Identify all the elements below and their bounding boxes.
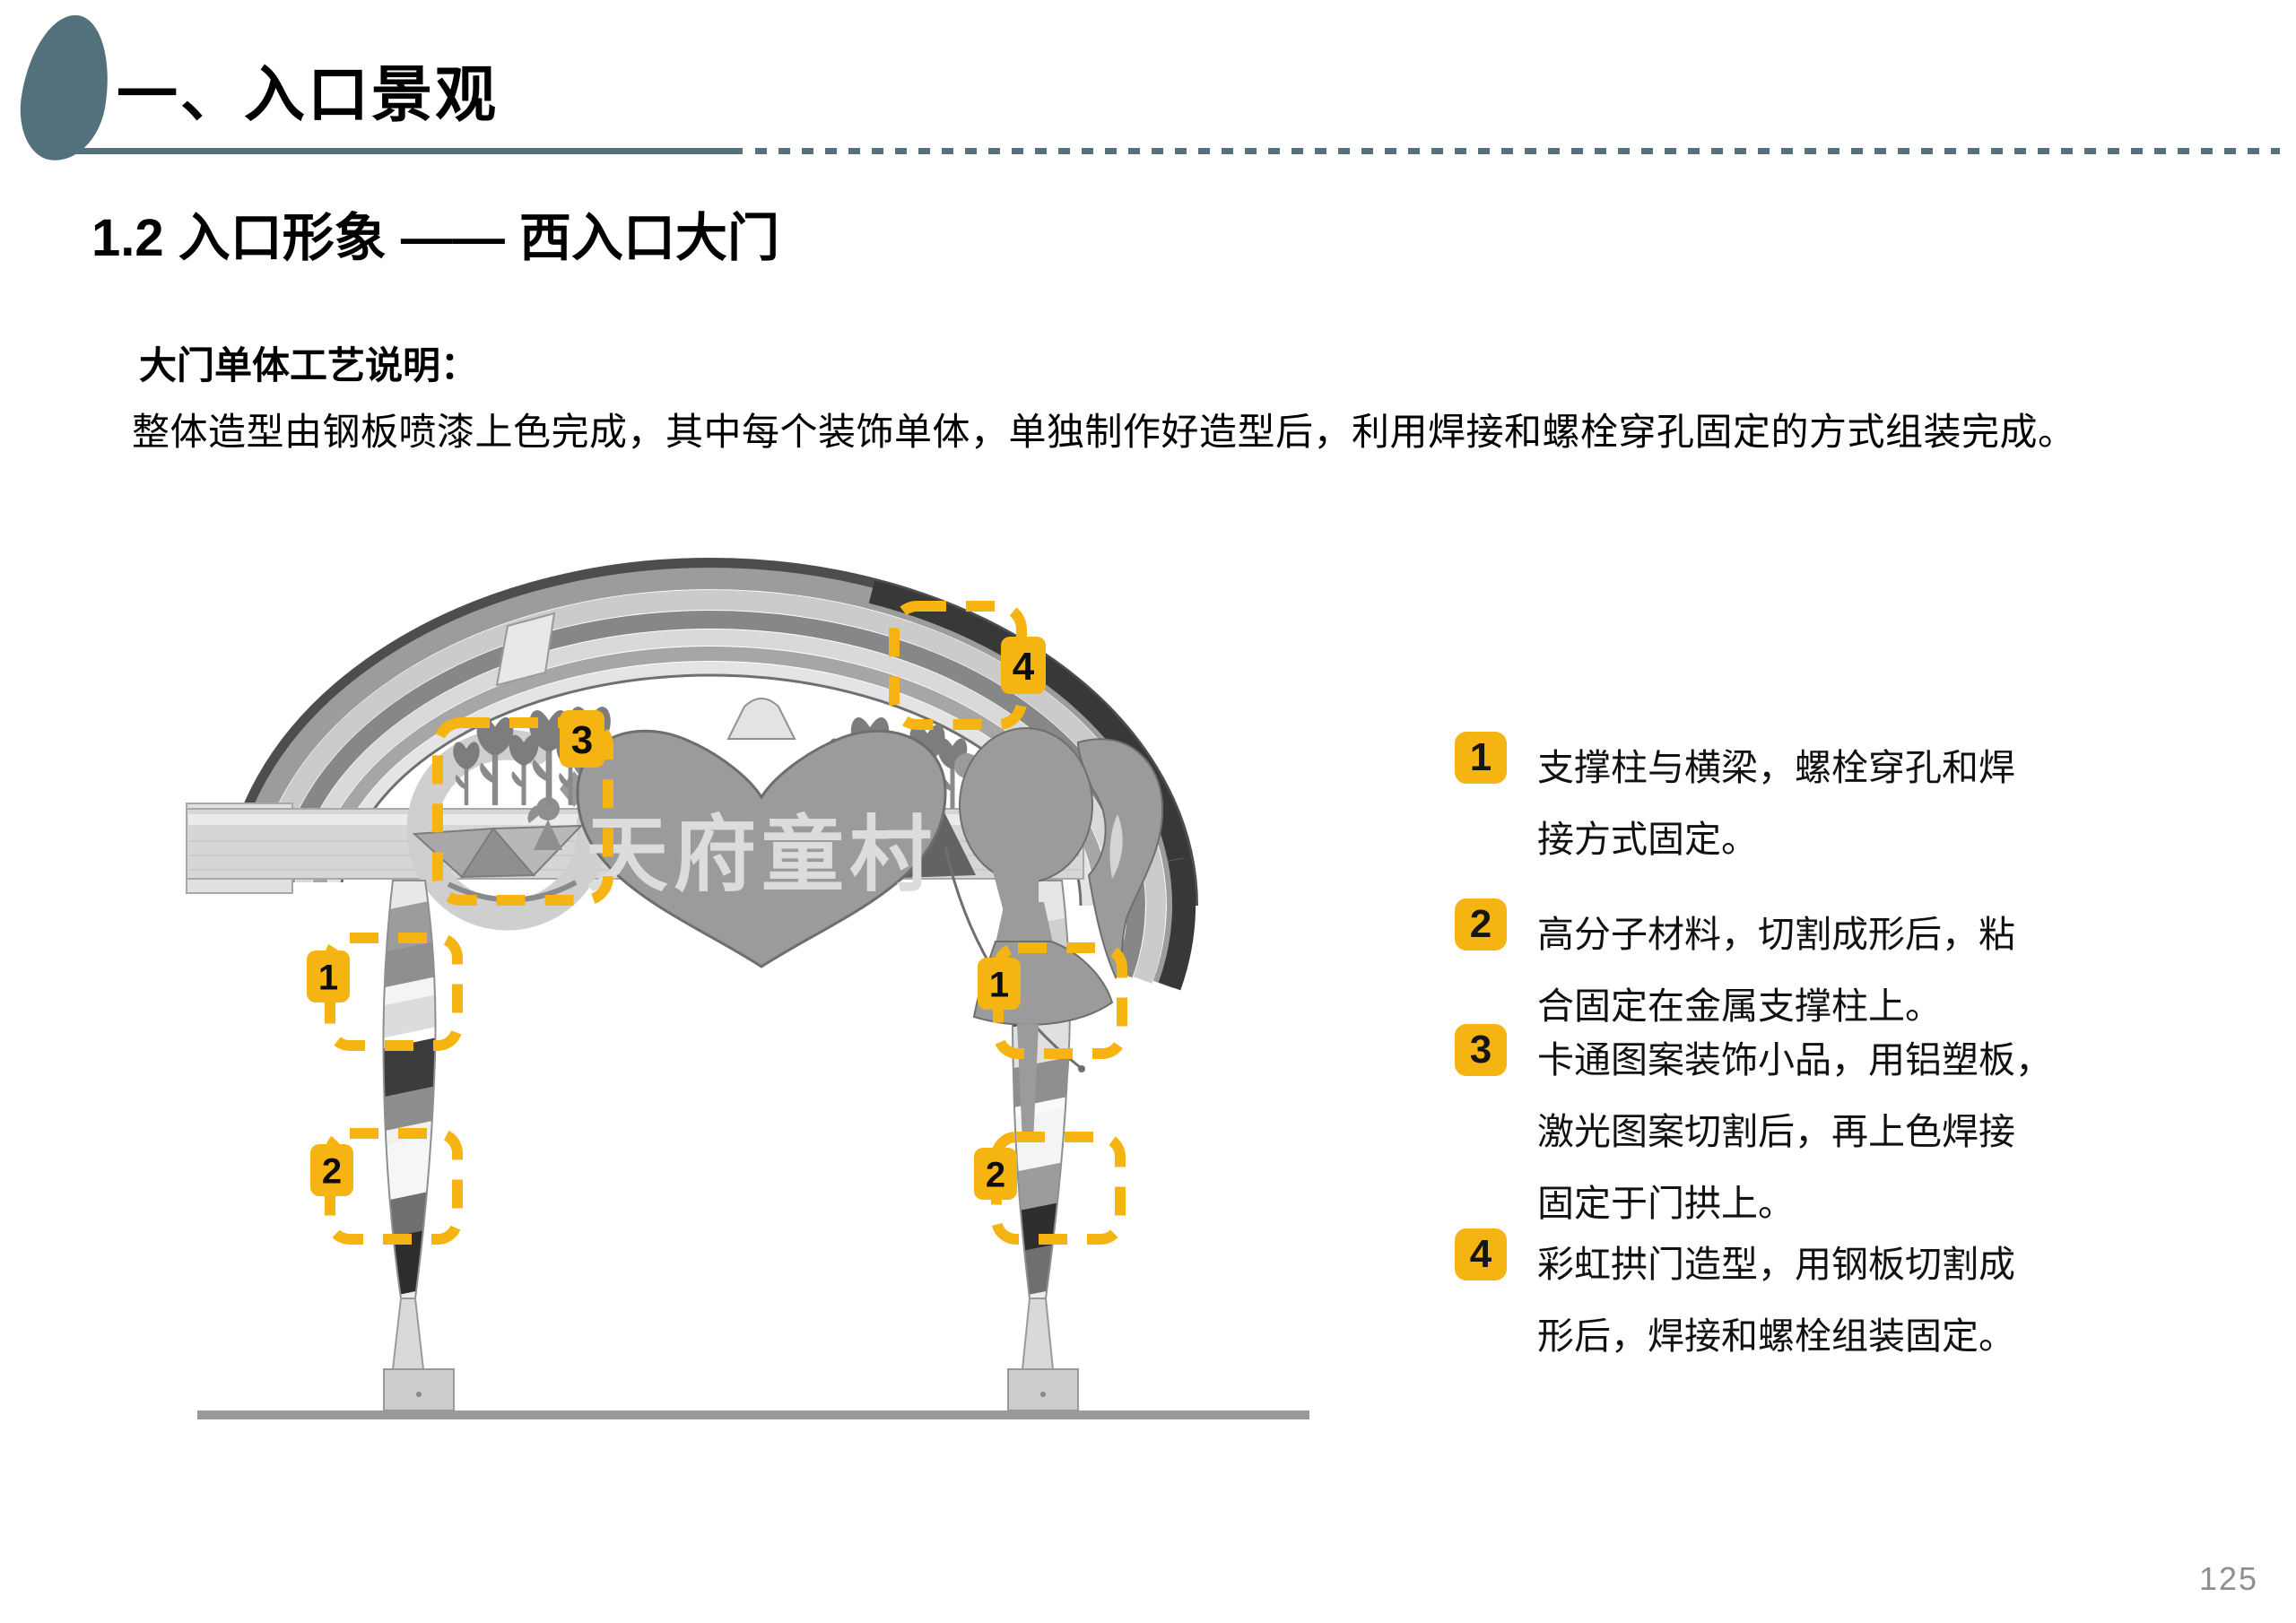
header-rule-dashed bbox=[755, 148, 2280, 154]
marker-number-2-right: 2 bbox=[986, 1155, 1005, 1194]
legend-text-2: 高分子材料，切割成形后，粘 合固定在金属支撑柱上。 bbox=[1537, 914, 2015, 1027]
legend-badge-3: 3 bbox=[1455, 1024, 1507, 1076]
callout-markers: 3 4 1 2 1 2 bbox=[307, 637, 1046, 1200]
callout-box-1-left bbox=[325, 933, 463, 1051]
legend-text-4: 彩虹拱门造型，用钢板切割成 形后，焊接和螺栓组装固定。 bbox=[1537, 1244, 2015, 1357]
marker-number-2-left: 2 bbox=[322, 1151, 342, 1191]
marker-number-1-left: 1 bbox=[318, 958, 338, 997]
marker-tab-2-left bbox=[310, 1144, 353, 1196]
marker-tab-3 bbox=[560, 710, 604, 768]
legend-badge-1: 1 bbox=[1455, 732, 1507, 784]
section-title: 1.2 入口形象 —— 西入口大门 bbox=[91, 209, 779, 267]
arch-dark-outer-band bbox=[868, 580, 1196, 907]
boat-girl-figure bbox=[536, 797, 560, 820]
marker-tab-2-right bbox=[974, 1148, 1017, 1200]
marker-tab-1-right bbox=[978, 958, 1021, 1010]
page-title: 一、入口景观 bbox=[117, 61, 500, 129]
marker-number-1-right: 1 bbox=[989, 965, 1009, 1004]
logo-hat-decoration bbox=[726, 698, 796, 740]
legend-item-4: 4 彩虹拱门造型，用钢板切割成 形后，焊接和螺栓组装固定。 bbox=[1455, 1228, 2163, 1381]
kite-decoration bbox=[560, 771, 590, 807]
header-blob-decoration bbox=[12, 8, 119, 168]
legend-item-2: 2 高分子材料，切割成形后，粘 合固定在金属支撑柱上。 bbox=[1455, 898, 2163, 1051]
legend-badge-4: 4 bbox=[1455, 1228, 1507, 1280]
marker-number-3: 3 bbox=[571, 718, 593, 762]
girl-head bbox=[959, 727, 1093, 883]
legend-text-3: 卡通图案装饰小品，用铝塑板， 激光图案切割后，再上色焊接 固定于门拱上。 bbox=[1537, 1039, 2052, 1224]
legend-badge-2: 2 bbox=[1455, 898, 1507, 950]
callout-box-2-left bbox=[325, 1128, 463, 1245]
marker-number-4: 4 bbox=[1013, 645, 1035, 689]
left-pillar-foot bbox=[391, 1298, 425, 1370]
legend-text-1: 支撑柱与横梁，螺栓穿孔和焊 接方式固定。 bbox=[1537, 747, 2015, 860]
left-pillar-foundation bbox=[383, 1368, 455, 1411]
arch-plate-facet bbox=[495, 612, 556, 687]
marker-tab-1-left bbox=[307, 950, 350, 1002]
process-note-heading: 大门单体工艺说明： bbox=[139, 344, 479, 386]
legend-item-1: 1 支撑柱与横梁，螺栓穿孔和焊 接方式固定。 bbox=[1455, 732, 2163, 884]
right-pillar-foot bbox=[1021, 1298, 1055, 1370]
marker-tab-4 bbox=[1001, 637, 1046, 694]
process-note-body: 整体造型由钢板喷漆上色完成，其中每个装饰单体，单独制作好造型后，利用焊接和螺栓穿… bbox=[132, 411, 2076, 453]
page-number: 125 bbox=[2199, 1560, 2259, 1597]
callout-box-3 bbox=[432, 717, 613, 906]
legend-item-3: 3 卡通图案装饰小品，用铝塑板， 激光图案切割后，再上色焊接 固定于门拱上。 bbox=[1455, 1024, 2163, 1248]
left-pillar bbox=[382, 880, 455, 1411]
paper-boat bbox=[491, 824, 584, 877]
gate-elevation-diagram: 天府童村 bbox=[186, 558, 1309, 1419]
ground-line bbox=[197, 1410, 1309, 1419]
right-pillar-foundation bbox=[1007, 1368, 1079, 1411]
gate-logo-text: 天府童村 bbox=[586, 810, 937, 901]
heart-sign: 天府童村 bbox=[576, 698, 947, 968]
header-rule-solid bbox=[68, 148, 743, 154]
